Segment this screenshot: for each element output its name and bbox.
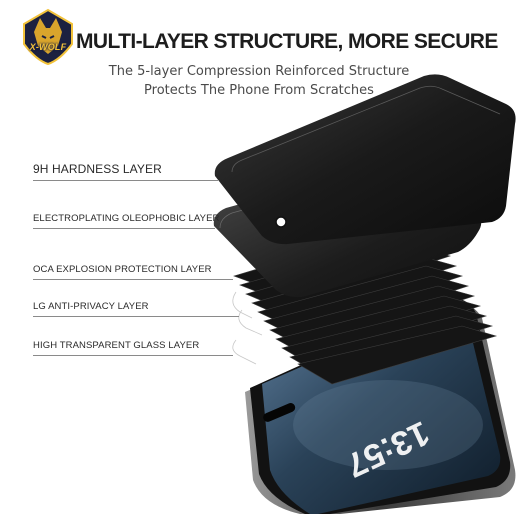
- leader-line: [33, 316, 239, 317]
- subtitle-line-1: The 5-layer Compression Reinforced Struc…: [108, 64, 410, 79]
- phone: 13:57: [245, 298, 516, 514]
- leader-line: [33, 355, 233, 356]
- camera-hole-icon: [275, 216, 287, 228]
- transparent-layers: [232, 291, 263, 365]
- layer-label-oca: OCA EXPLOSION PROTECTION LAYER: [33, 264, 212, 275]
- dynamic-island: [263, 403, 296, 422]
- layer-label-transparent-glass: HIGH TRANSPARENT GLASS LAYER: [33, 340, 200, 351]
- layer-label-9h: 9H HARDNESS LAYER: [33, 162, 162, 176]
- layer-label-oleophobic: ELECTROPLATING OLEOPHOBIC LAYER: [33, 213, 220, 224]
- leader-line: [33, 279, 233, 280]
- phone-screen: [262, 304, 501, 514]
- hardness-sheet: [214, 74, 516, 245]
- wolf-logo-icon: [23, 8, 73, 66]
- subtitle-line-2: Protects The Phone From Scratches: [144, 83, 374, 98]
- page-title: MULTI-LAYER STRUCTURE, MORE SECURE: [76, 30, 498, 53]
- logo-wordmark: X-WOLF: [29, 42, 67, 52]
- leader-line: [33, 228, 215, 229]
- layer-label-anti-privacy: LG ANTI-PRIVACY LAYER: [33, 301, 149, 312]
- leader-line: [33, 180, 218, 181]
